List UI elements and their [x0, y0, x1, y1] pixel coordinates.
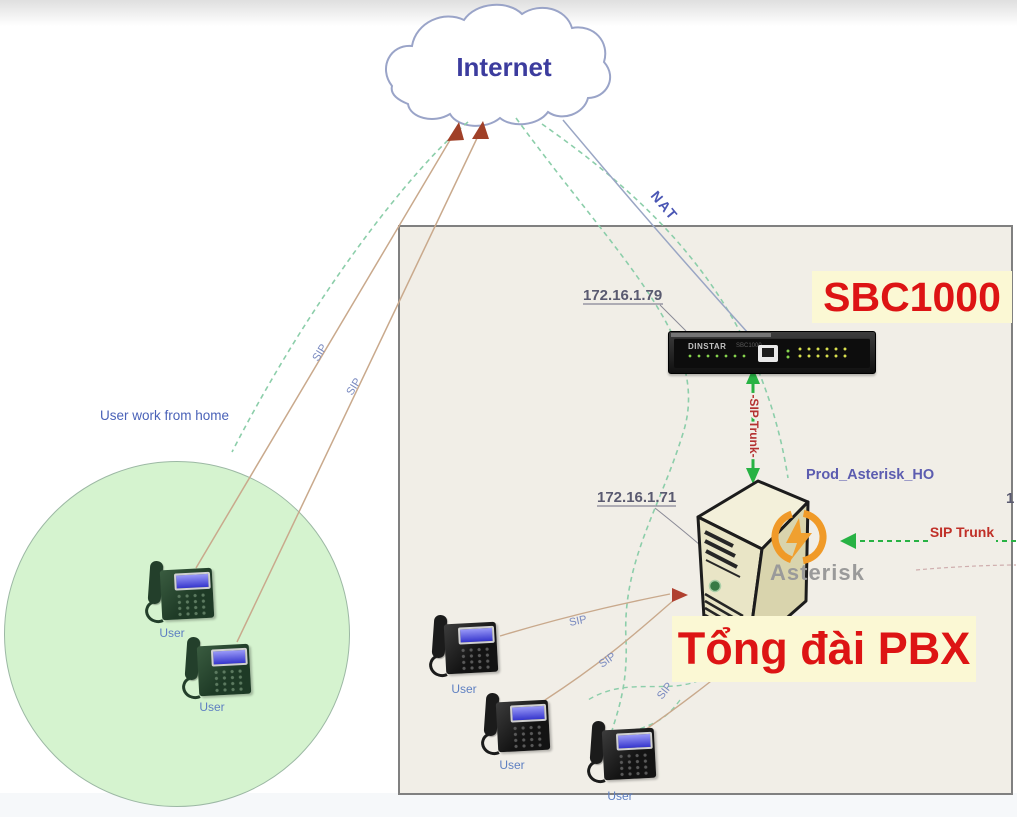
sip-line-office-2 — [544, 599, 675, 701]
server-slot-thin — [705, 559, 741, 578]
user-label-home-2: User — [199, 700, 225, 714]
sip-line-home-2 — [236, 133, 480, 643]
arrowhead-cloud-1 — [447, 122, 464, 141]
sip-label-3: SIP — [568, 614, 588, 629]
server-drive-slots — [704, 530, 738, 569]
internet-cloud-label: Internet — [456, 52, 552, 82]
user-label-office-2: User — [499, 758, 525, 772]
server-power-button — [708, 579, 722, 593]
phone-keypad — [461, 646, 495, 673]
sbc-led-row-icon — [688, 354, 750, 360]
phone-screen — [210, 647, 248, 667]
internet-cloud — [385, 3, 611, 127]
asterisk-logo-icon — [771, 509, 827, 565]
sbc-brand-text: DINSTAR — [688, 342, 727, 351]
home-user-zone-circle — [4, 461, 350, 807]
phone-screen — [173, 571, 211, 591]
asterisk-logo-bolt-icon — [786, 518, 812, 560]
pbx-callout: Tổng đài PBX — [672, 616, 976, 682]
arrowhead-server — [672, 588, 688, 602]
phone-keypad — [214, 668, 248, 695]
sbc-model-text: SBC1000 — [736, 343, 762, 349]
nat-line — [562, 119, 758, 344]
ip-phone-office-3 — [584, 720, 657, 787]
phone-keypad — [513, 724, 547, 751]
user-work-from-home-label: User work from home — [100, 408, 230, 423]
ip-phone-home-1 — [142, 560, 215, 627]
faint-dashed-right — [915, 564, 1017, 571]
phone-keypad — [619, 752, 653, 779]
sbc-front-panel: DINSTAR SBC1000 — [674, 338, 870, 368]
phone-keypad — [177, 592, 211, 619]
sip-label-5: SIP — [655, 680, 675, 701]
sbc-callout: SBC1000 — [812, 271, 1012, 323]
pbx-ip-leader — [654, 507, 701, 546]
phone-screen — [615, 731, 653, 751]
sip-trunk-right-arrowhead — [840, 533, 856, 549]
user-label-home-1: User — [159, 626, 185, 640]
sip-trunk-vertical-label: -SIP Trunk- — [747, 394, 761, 457]
vpn-arc-to-home — [231, 121, 469, 453]
pbx-hostname-label: Prod_Asterisk_HO — [806, 467, 934, 483]
sbc-ip-leader — [659, 304, 687, 332]
user-label-office-1: User — [451, 682, 477, 696]
sbc-led-pair-icon — [786, 349, 790, 361]
vpn-arc-to-server — [541, 123, 789, 479]
pbx-ip-label: 172.16.1.71 — [597, 489, 676, 506]
sbc-ethernet-port-icon — [758, 345, 778, 362]
sbc-led-cluster-icon — [798, 347, 848, 361]
sip-label-4: SIP — [597, 650, 618, 670]
nat-label: NAT — [648, 188, 682, 224]
sbc-ip-label: 172.16.1.79 — [583, 287, 662, 304]
sip-trunk-right-label: SIP Trunk — [930, 524, 995, 540]
ip-phone-home-2 — [179, 636, 252, 703]
lan-arc-curl-1 — [587, 651, 734, 701]
arrowhead-cloud-2 — [472, 121, 489, 139]
partial-ip-right: 1 — [1006, 490, 1014, 507]
sip-trunk-arrow-up — [746, 368, 760, 384]
sip-line-home-1 — [195, 134, 454, 569]
sbc-top-shine — [671, 333, 771, 337]
vpn-arc-to-phones — [515, 117, 690, 745]
phone-screen — [509, 703, 547, 723]
sip-trunk-arrow-down — [746, 468, 760, 484]
sbc-appliance: DINSTAR SBC1000 — [668, 331, 876, 374]
sip-label-1: SIP — [310, 342, 330, 363]
user-label-office-3: User — [607, 789, 633, 803]
ip-phone-office-1 — [426, 614, 499, 681]
ip-phone-office-2 — [478, 692, 551, 759]
asterisk-logo-text: Asterisk — [770, 560, 865, 585]
sbc-ethernet-port-inner — [762, 348, 774, 357]
sip-line-office-1 — [499, 593, 671, 637]
phone-screen — [457, 625, 495, 645]
sip-label-2: SIP — [344, 376, 364, 397]
